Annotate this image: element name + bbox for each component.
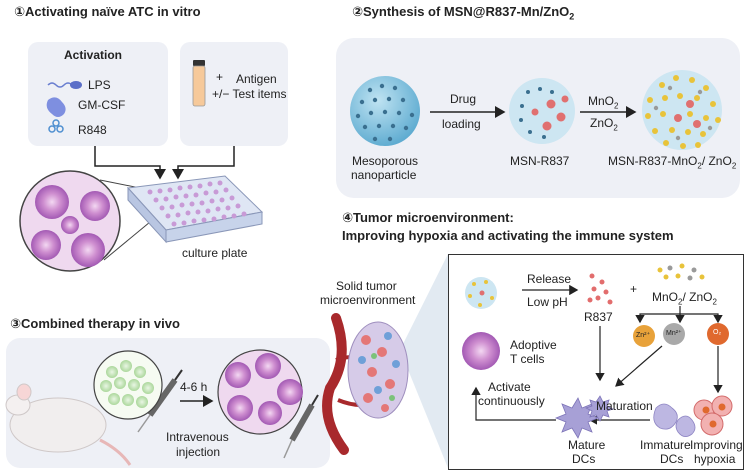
item-gm-csf: GM-CSF [78, 98, 126, 112]
immature-dc-icon [653, 403, 696, 437]
mouse-illustration [5, 383, 132, 466]
adoptive-label-line2: T cells [510, 352, 545, 366]
immature-dc-label-line2: DCs [660, 452, 684, 466]
plate-label: culture plate [182, 246, 248, 260]
syringe-icon-2 [283, 394, 319, 459]
oxygen-molecule [707, 323, 729, 345]
msn-r837-mno2-zno2-particle [642, 70, 722, 150]
zinc-ion [633, 325, 655, 347]
culture-plate-icon [126, 175, 264, 244]
mno2-label: MnO2 [588, 94, 619, 111]
release-label: Release [527, 272, 572, 286]
activation-heading: Activation [64, 48, 123, 62]
section4-title-line1: ④Tumor microenvironment: [342, 210, 514, 225]
r837-label: R837 [584, 310, 613, 324]
activate-label-line2: continuously [478, 394, 545, 408]
plus-sign: + [630, 282, 638, 296]
low-ph-label: Low pH [527, 295, 568, 309]
mesoporous-nanoparticle [350, 76, 420, 146]
maturation-label: Maturation [596, 399, 653, 413]
test-items-label: +/− Test items [212, 87, 287, 101]
mature-dc-icon [554, 395, 615, 439]
antigen-label: Antigen [236, 72, 277, 86]
activation-panel [28, 42, 168, 146]
np1-label-line1: Mesoporous [352, 154, 419, 168]
lps-icon [47, 81, 82, 89]
mature-dc-label-line1: Mature [568, 438, 606, 452]
oxide-particles [657, 263, 705, 281]
antigen-plus: + [216, 70, 224, 84]
gm-csf-icon [46, 97, 66, 117]
item-r848: R848 [78, 123, 107, 137]
oxygen-label: O₂ [713, 329, 722, 336]
route-line1: Intravenous [166, 430, 229, 444]
section2-title: ②Synthesis of MSN@R837-Mn/ZnO2 [352, 4, 575, 22]
zinc-ion-label: Zn²⁺ [636, 332, 651, 339]
mechanism-nanoparticle [465, 277, 497, 309]
section1-title: ①Activating naïve ATC in vitro [14, 4, 201, 19]
r848-icon [48, 119, 64, 133]
manganese-ion [663, 323, 685, 345]
drug-loading-line2: loading [442, 117, 481, 131]
section4-title-line2: Improving hypoxia and activating the imm… [342, 228, 674, 243]
time-label: 4-6 h [180, 380, 208, 394]
improving-label-line2: hypoxia [694, 452, 736, 466]
item-lps: LPS [88, 78, 111, 92]
route-line2: injection [176, 445, 221, 459]
hypoxia-cells-icon [693, 395, 733, 436]
antigen-tube-icon [192, 60, 206, 107]
adoptive-label-line1: Adoptive [510, 338, 557, 352]
tumor-label-line1: Solid tumor [336, 279, 397, 293]
improving-label-line1: Improving [690, 438, 743, 452]
r837-molecules [587, 273, 613, 305]
np2-label: MSN-R837 [510, 154, 570, 168]
syringe-icon-1 [137, 369, 183, 433]
adoptive-t-cell [462, 332, 500, 370]
activate-label-line1: Activate [488, 380, 531, 394]
section3-title: ③Combined therapy in vivo [10, 316, 180, 331]
tumor-label-line2: microenvironment [320, 293, 416, 307]
zno2-label: ZnO2 [590, 116, 618, 133]
np1-label-line2: nanoparticle [351, 168, 417, 182]
therapy-zoom-circle-1 [93, 350, 163, 420]
immature-dc-label-line1: Immature [640, 438, 691, 452]
msn-r837-particle [509, 78, 575, 144]
tumor-mass [347, 321, 409, 419]
therapy-zoom-circle-2 [217, 349, 303, 435]
well-zoom-circle [19, 170, 121, 272]
drug-loading-line1: Drug [450, 92, 477, 106]
mature-dc-label-line2: DCs [572, 452, 596, 466]
manganese-ion-label: Mn²⁺ [666, 330, 682, 337]
mixture-label: MnO2/ ZnO2 [652, 290, 717, 307]
np3-label: MSN-R837-MnO2/ ZnO2 [608, 154, 737, 171]
